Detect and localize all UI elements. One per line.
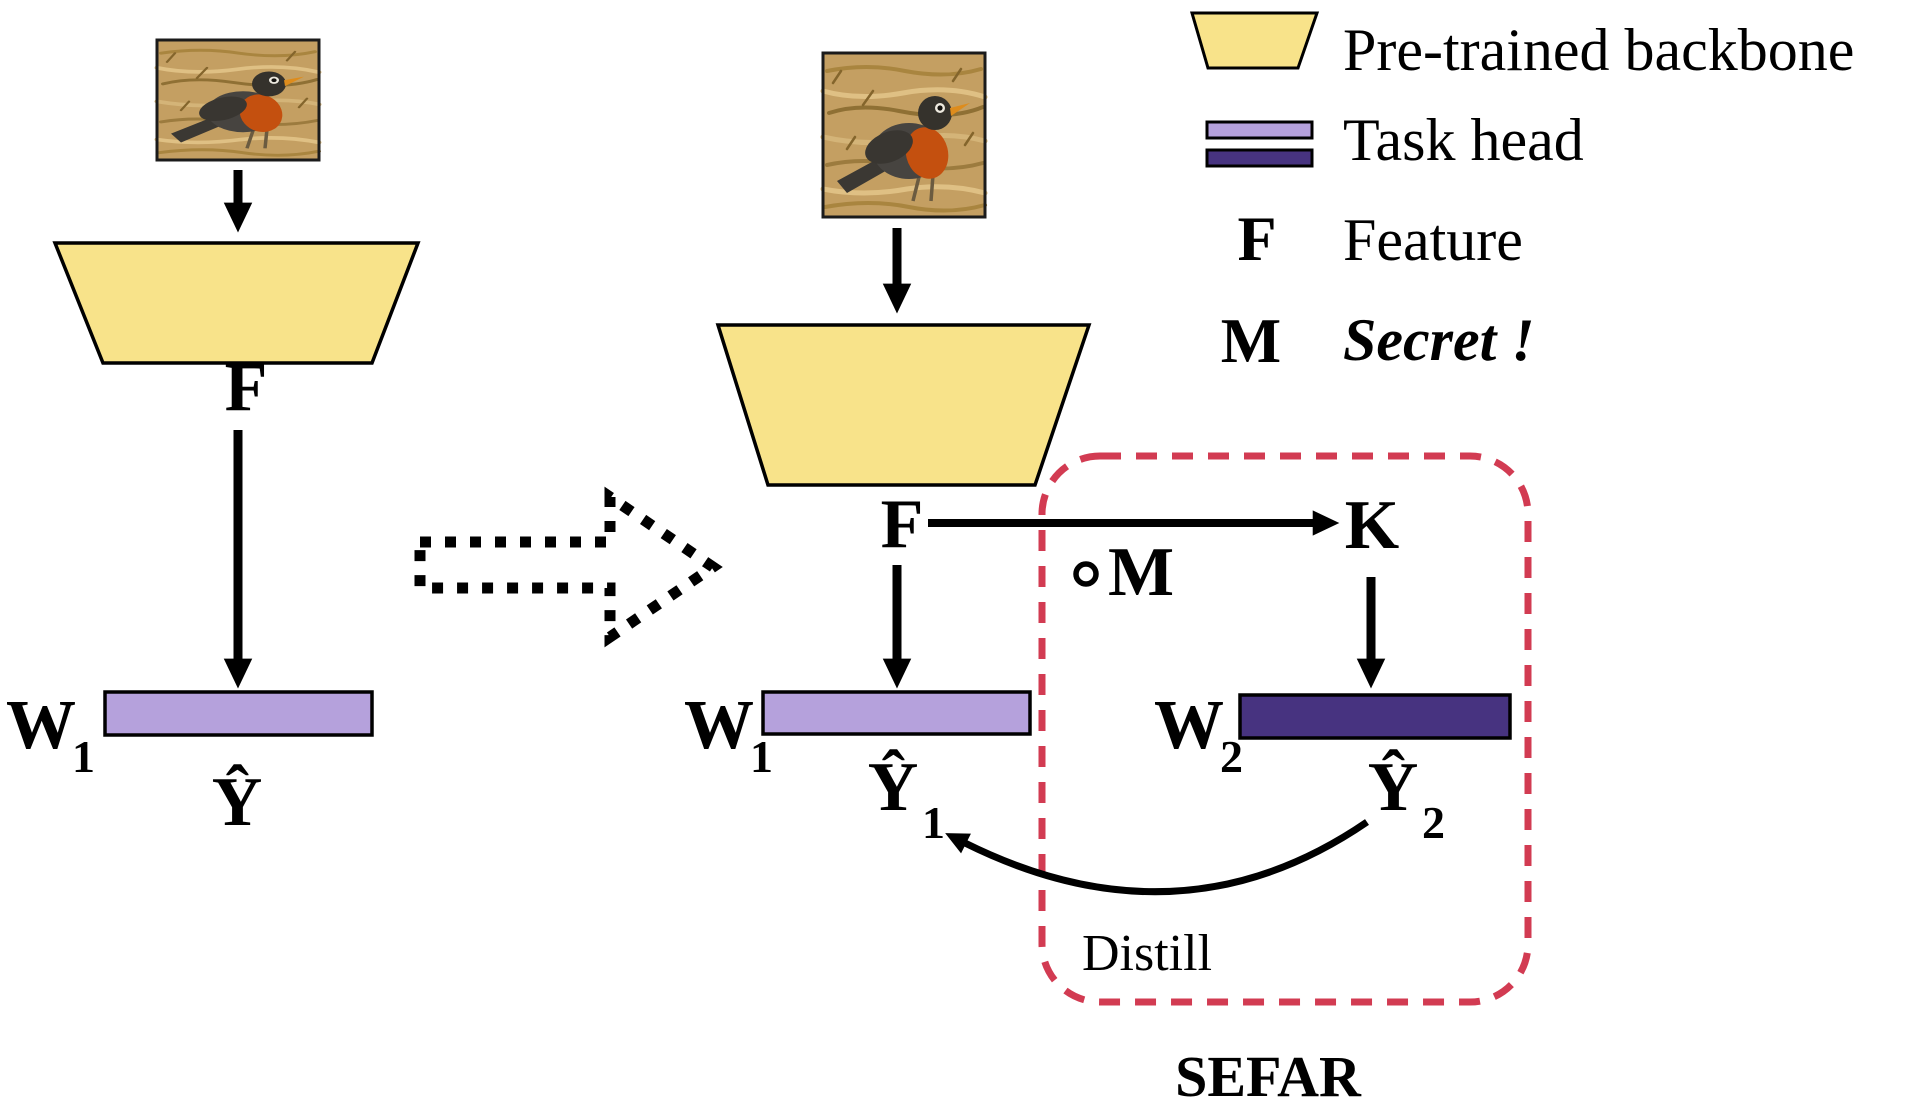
dashed-transform-arrow bbox=[414, 486, 723, 648]
sefar-dashed-box bbox=[1038, 452, 1532, 1006]
distill-curved-arrow bbox=[945, 819, 1369, 896]
backbone-trapezoid bbox=[715, 323, 1092, 487]
head-weight-subscript: 1 bbox=[72, 731, 95, 782]
legend-backbone-icon bbox=[1190, 11, 1320, 70]
output1-subscript: 1 bbox=[922, 797, 945, 848]
legend-feature-label: Feature bbox=[1343, 207, 1523, 273]
baseline-model-panel: F W 1 Ŷ bbox=[6, 40, 421, 841]
compose-operator-icon bbox=[1073, 561, 1099, 587]
legend-task-head2-icon bbox=[1205, 148, 1314, 168]
head2-weight-label: W bbox=[1154, 687, 1224, 764]
backbone-trapezoid bbox=[52, 241, 421, 365]
legend-mask-symbol: M bbox=[1221, 305, 1281, 376]
task-head1-bar bbox=[761, 690, 1032, 736]
legend-mask-label: Secret ! bbox=[1343, 307, 1535, 373]
key-label: K bbox=[1345, 487, 1399, 564]
output1-label: Ŷ bbox=[868, 749, 919, 826]
output-label: Ŷ bbox=[212, 764, 263, 841]
legend-task-head1-icon bbox=[1205, 120, 1314, 140]
legend: Pre-trained backbone Task head F Feature… bbox=[1190, 11, 1854, 376]
mask-label: M bbox=[1108, 534, 1174, 611]
feature-label: F bbox=[881, 486, 924, 563]
head1-weight-subscript: 1 bbox=[750, 731, 773, 782]
input-bird-image bbox=[157, 40, 319, 160]
legend-feature-symbol: F bbox=[1237, 203, 1276, 274]
task-head2-bar bbox=[1238, 693, 1512, 740]
head-weight-label: W bbox=[6, 687, 76, 764]
legend-backbone-label: Pre-trained backbone bbox=[1343, 17, 1854, 83]
sefar-model-panel: F K M W 1 Ŷ 1 W 2 Ŷ 2 Distill SEFAR bbox=[684, 53, 1532, 1108]
output2-label: Ŷ bbox=[1368, 749, 1419, 826]
head1-weight-label: W bbox=[684, 687, 754, 764]
sefar-title: SEFAR bbox=[1175, 1044, 1362, 1108]
distill-label: Distill bbox=[1082, 925, 1212, 982]
input-bird-image bbox=[823, 53, 985, 217]
feature-label: F bbox=[225, 349, 268, 426]
head2-weight-subscript: 2 bbox=[1220, 731, 1243, 782]
legend-task-head-label: Task head bbox=[1343, 107, 1584, 173]
task-head-bar bbox=[103, 690, 374, 737]
output2-subscript: 2 bbox=[1422, 797, 1445, 848]
